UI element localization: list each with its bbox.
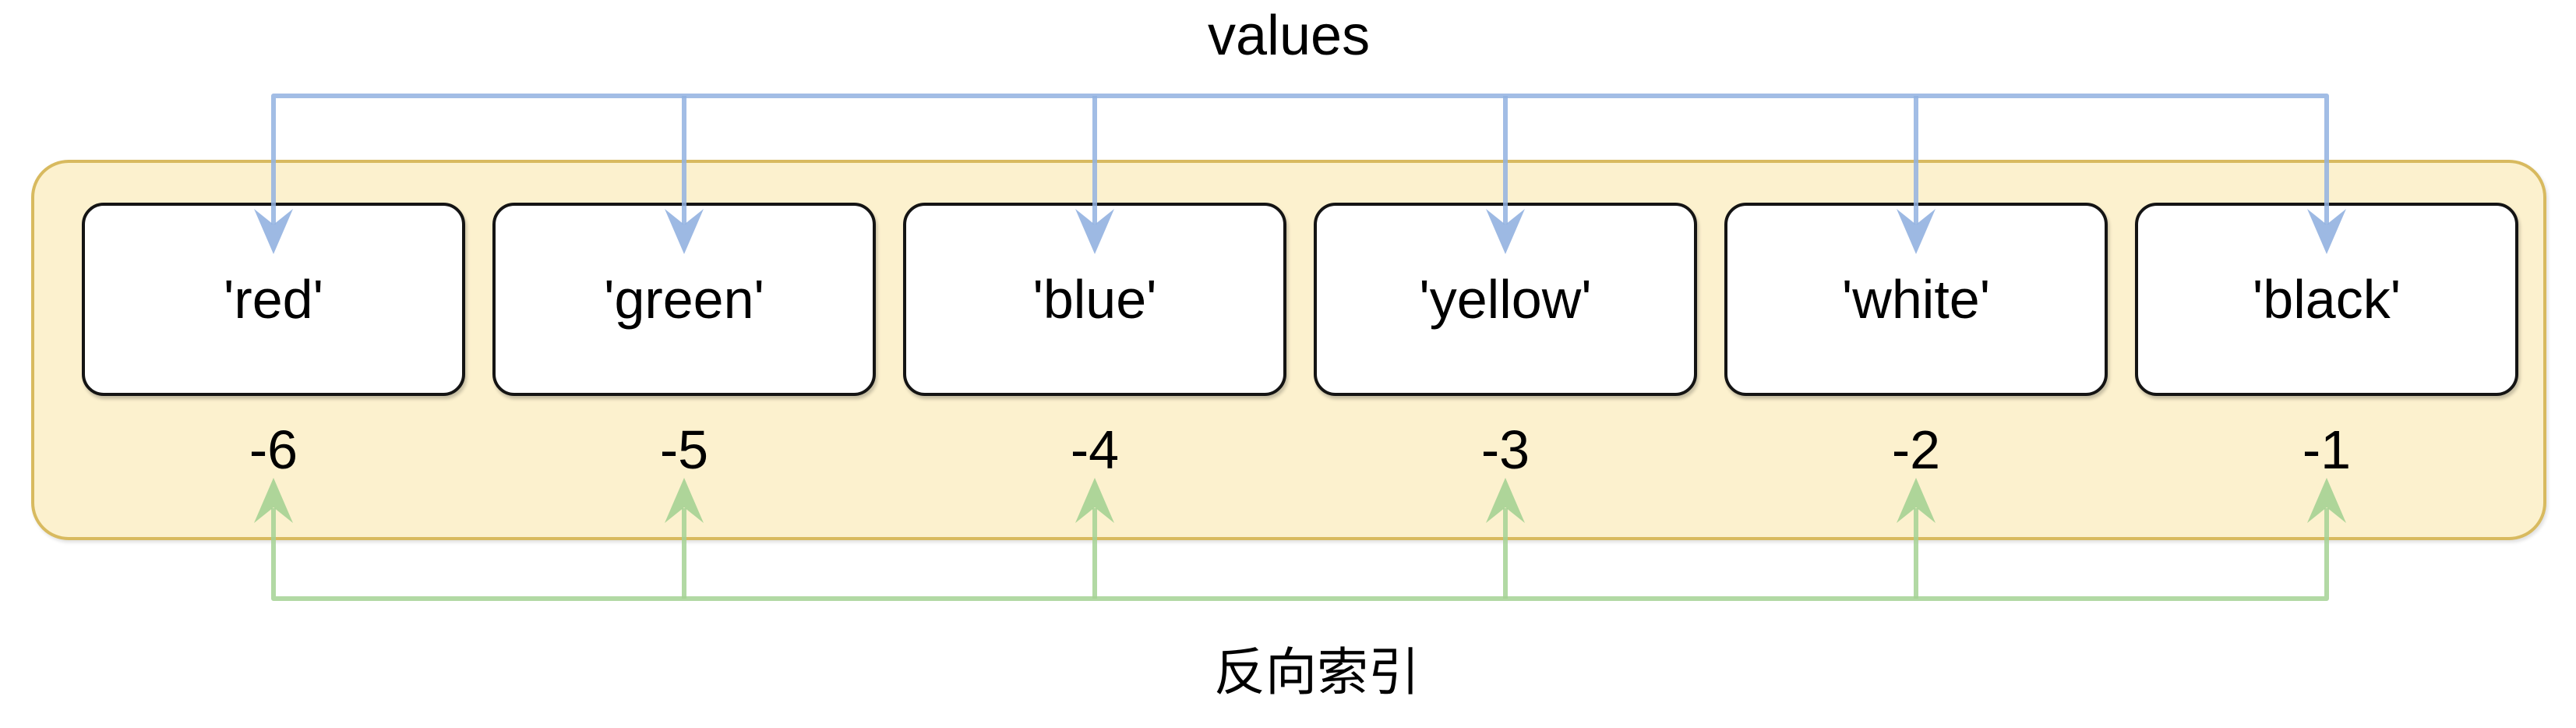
index-label-neg1: -1 <box>2302 419 2352 480</box>
list-cell-red: 'red' <box>82 203 465 396</box>
values-label: values <box>1207 5 1371 67</box>
cell-value-label: 'green' <box>604 269 764 330</box>
cell-value-label: 'red' <box>224 269 323 330</box>
cell-value-label: 'black' <box>2252 269 2401 330</box>
index-label-neg3: -3 <box>1480 419 1530 480</box>
list-cell-blue: 'blue' <box>903 203 1286 396</box>
reverse-index-label: 反向索引 <box>1214 643 1420 701</box>
index-label-neg5: -5 <box>659 419 709 480</box>
cell-value-label: 'yellow' <box>1419 269 1592 330</box>
cell-value-label: 'blue' <box>1032 269 1157 330</box>
list-cell-white: 'white' <box>1724 203 2108 396</box>
index-label-neg4: -4 <box>1070 419 1120 480</box>
cell-value-label: 'white' <box>1841 269 1991 330</box>
index-label-neg6: -6 <box>249 419 298 480</box>
index-label-neg2: -2 <box>1891 419 1941 480</box>
list-cell-black: 'black' <box>2135 203 2518 396</box>
list-cell-yellow: 'yellow' <box>1314 203 1697 396</box>
list-cell-green: 'green' <box>492 203 876 396</box>
